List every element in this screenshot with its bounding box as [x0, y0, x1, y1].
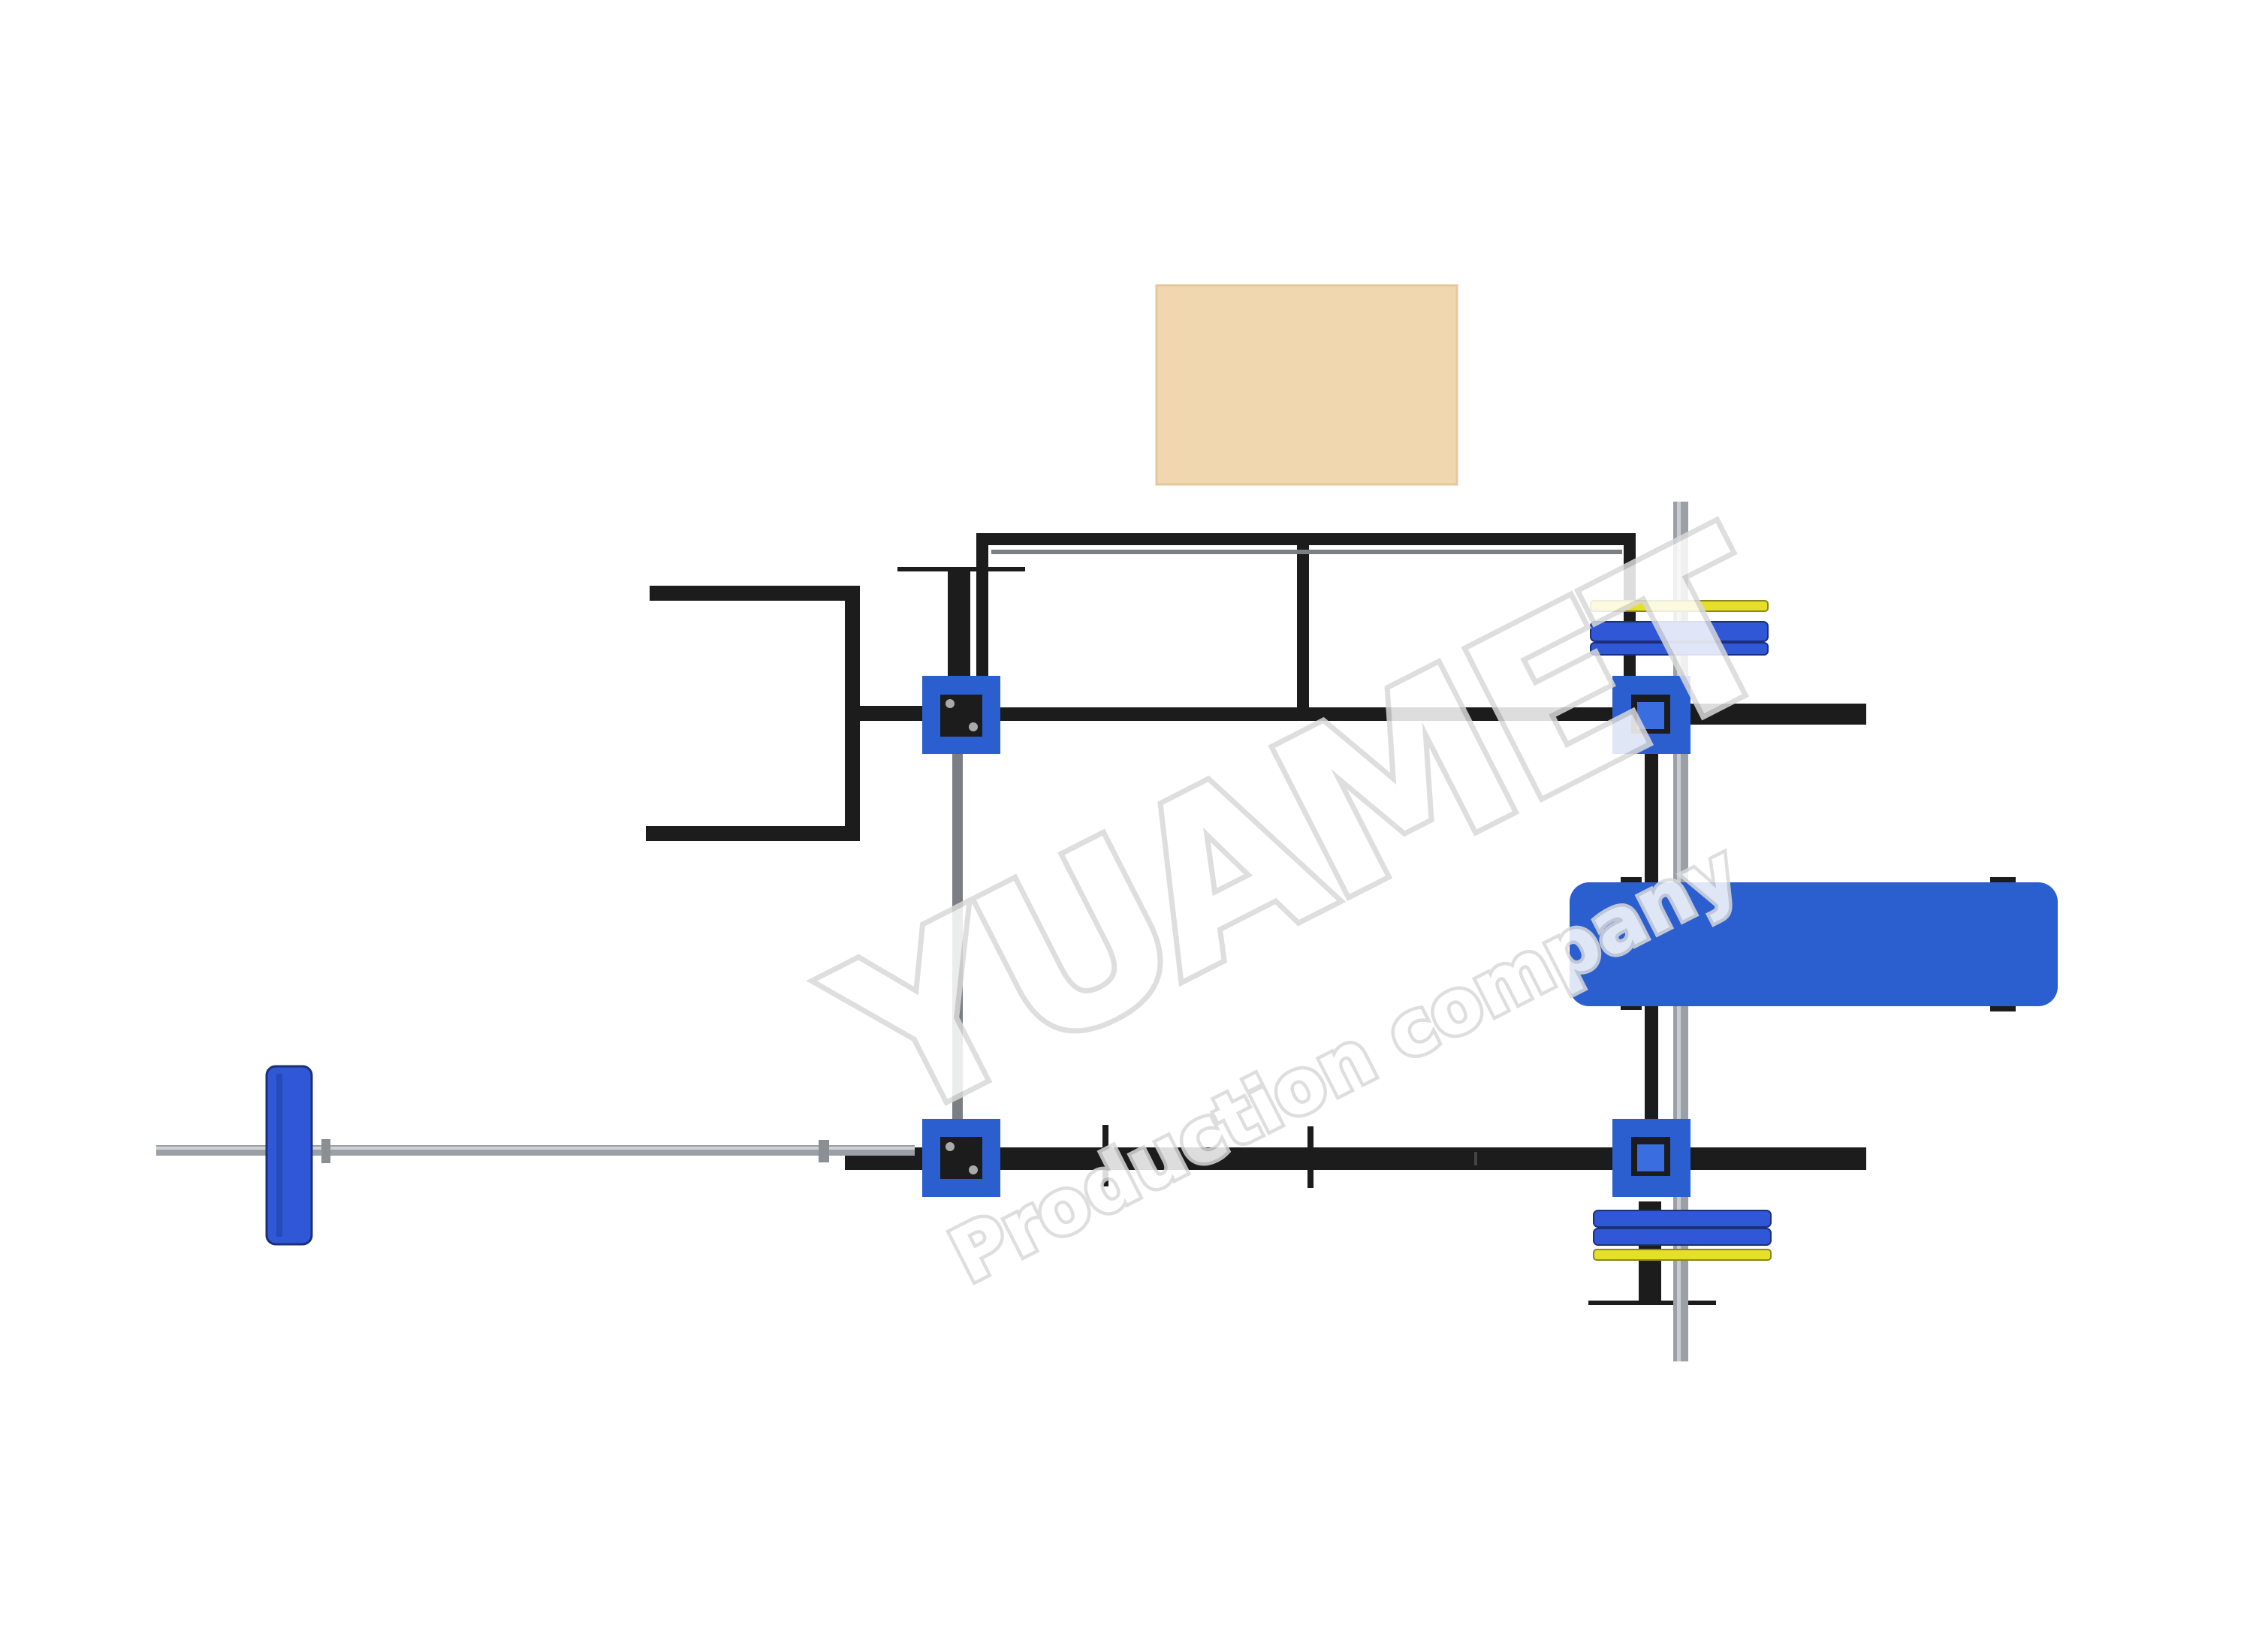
- joint-bracket-bottom-left: [922, 1119, 1000, 1197]
- joint-bracket-bottom-right: [1612, 1119, 1691, 1197]
- wooden-platform: [1155, 284, 1458, 486]
- weight-plates-lower: [1593, 1210, 1772, 1261]
- bench: [1570, 877, 2058, 1011]
- horizontal-barbell: [156, 1065, 915, 1246]
- joint-bracket-top-right: [1612, 676, 1691, 754]
- bench-pad: [1570, 882, 2058, 1006]
- left-uprights: [897, 567, 1025, 1141]
- joint-bracket-top-left: [922, 676, 1000, 754]
- weight-plate-left: [265, 1065, 313, 1246]
- weight-plates-upper: [1590, 600, 1769, 656]
